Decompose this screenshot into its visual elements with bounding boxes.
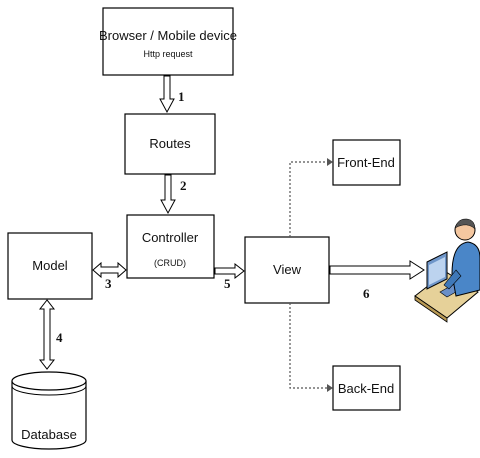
browser-sublabel: Http request: [143, 49, 193, 59]
routes-label: Routes: [149, 136, 191, 151]
browser-node: Browser / Mobile device Http request: [99, 7, 237, 76]
arrow-controller-view: [214, 262, 245, 280]
user-at-computer-icon: [414, 218, 480, 323]
arrow-model-database: [38, 299, 56, 370]
model-label: Model: [32, 258, 68, 273]
edge-label-2: 2: [180, 178, 187, 193]
frontend-node: Front-End: [332, 139, 401, 186]
edge-label-3: 3: [105, 276, 112, 291]
edge-label-5: 5: [224, 276, 231, 291]
frontend-label: Front-End: [337, 155, 395, 170]
routes-node: Routes: [124, 113, 216, 175]
backend-node: Back-End: [332, 365, 401, 411]
database-node: Database: [11, 371, 87, 450]
backend-label: Back-End: [338, 381, 394, 396]
edge-label-6: 6: [363, 286, 370, 301]
arrow-browser-routes: [159, 75, 175, 114]
view-label: View: [273, 262, 302, 277]
edge-label-1: 1: [178, 89, 185, 104]
browser-label: Browser / Mobile device: [99, 28, 237, 43]
view-node: View: [244, 236, 330, 304]
dotted-view-backend: [289, 303, 333, 392]
edge-label-4: 4: [56, 330, 63, 345]
dotted-view-frontend: [289, 158, 333, 237]
arrow-routes-controller: [160, 174, 176, 215]
controller-label: Controller: [142, 230, 199, 245]
model-node: Model: [7, 232, 93, 300]
controller-sublabel: (CRUD): [154, 258, 186, 268]
controller-node: Controller (CRUD): [126, 214, 215, 279]
arrow-view-user: [329, 260, 425, 280]
arrow-controller-model: [92, 261, 127, 279]
database-label: Database: [21, 427, 77, 442]
